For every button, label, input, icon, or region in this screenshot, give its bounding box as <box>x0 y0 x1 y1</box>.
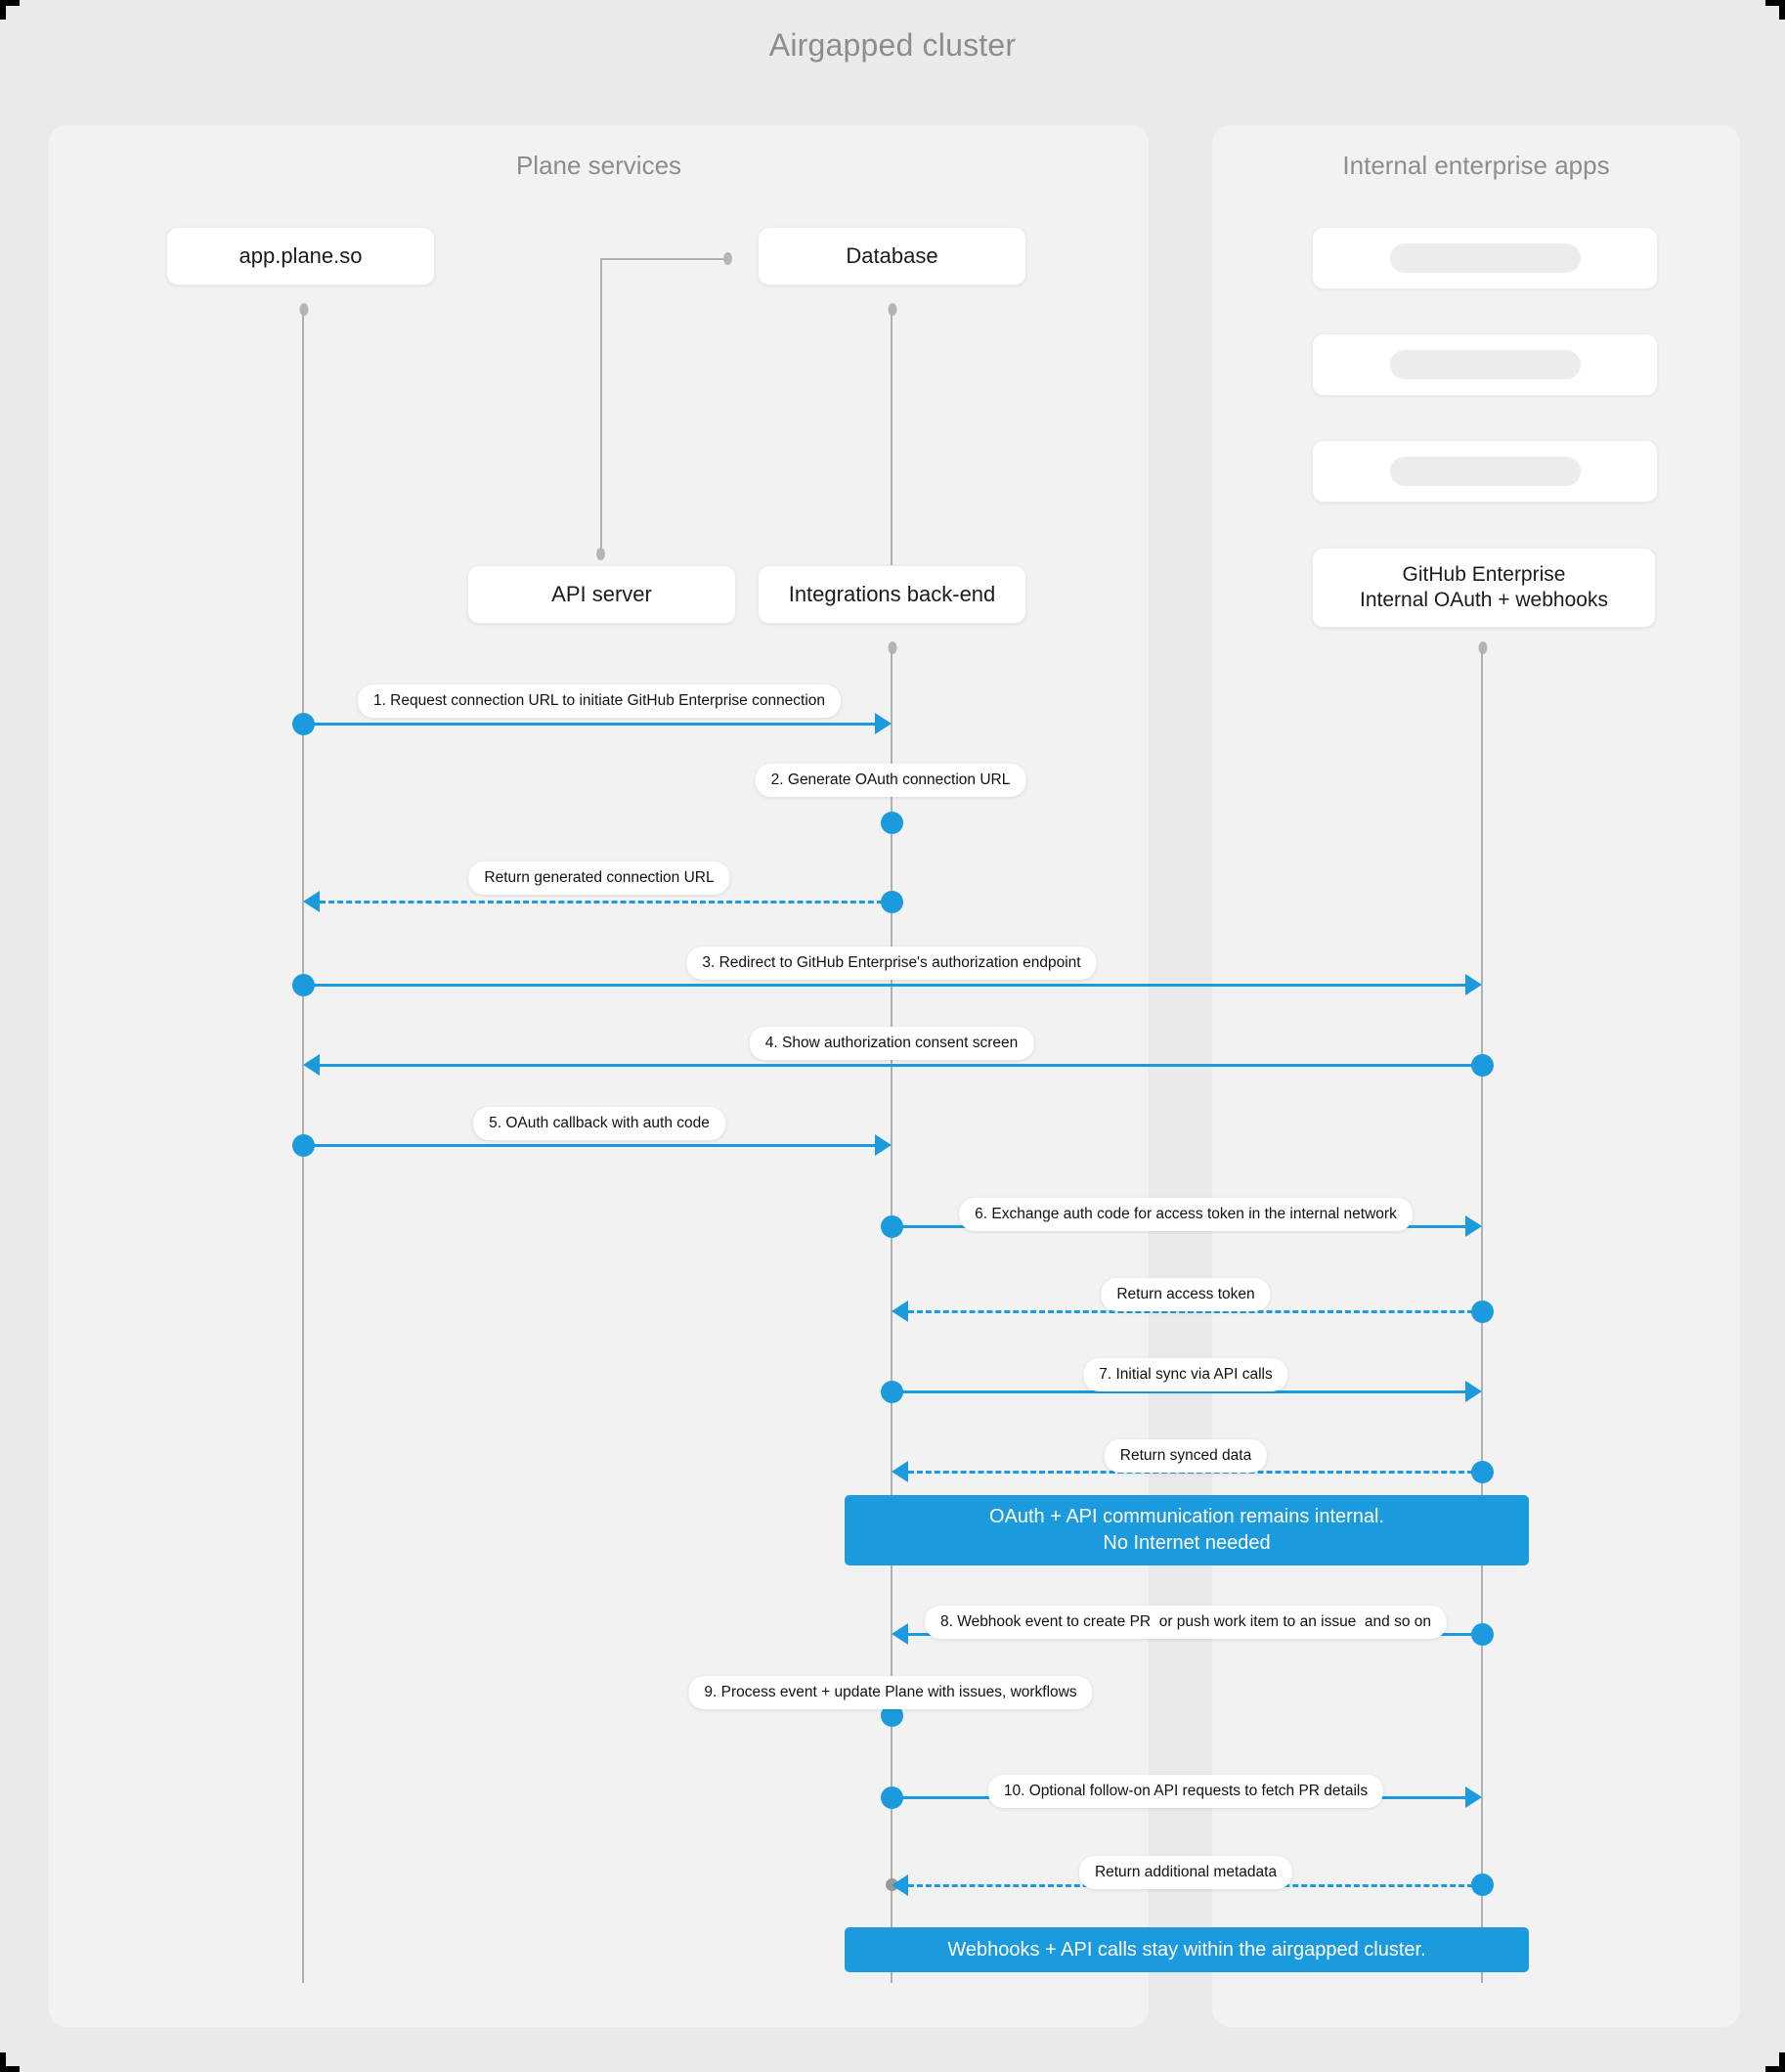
lifeline-database <box>891 309 892 565</box>
activation-dot-m5-source <box>1471 1054 1494 1077</box>
msg-label-m8: Return access token <box>1101 1278 1271 1312</box>
node-api-server[interactable]: API server <box>467 565 736 624</box>
connector-arrow-dot-database <box>723 252 732 265</box>
placeholder-app-card-1 <box>1312 227 1658 289</box>
msg-label-m6: 5. OAuth callback with auth code <box>473 1107 725 1141</box>
node-database[interactable]: Database <box>758 227 1026 286</box>
note-internal-communication: OAuth + API communication remains intern… <box>845 1495 1529 1565</box>
msg-arrow-m3 <box>303 891 320 912</box>
msg-label-m12: 9. Process event + update Plane with iss… <box>688 1676 1093 1710</box>
msg-line-m1 <box>303 723 875 726</box>
panel-plane-services-title: Plane services <box>515 151 682 180</box>
note-internal-communication-line2: No Internet needed <box>1103 1532 1271 1554</box>
msg-arrow-m5 <box>303 1054 320 1076</box>
activation-dot-m11-source <box>1471 1623 1494 1646</box>
msg-line-m9 <box>892 1390 1465 1393</box>
activation-dot-m14-source <box>1471 1874 1494 1896</box>
msg-line-m8 <box>908 1310 1482 1313</box>
msg-label-m3: Return generated connection URL <box>468 861 730 896</box>
activation-dot-m10-source <box>1471 1461 1494 1483</box>
lifeline-cap-integrations-backend <box>888 641 897 654</box>
msg-arrow-m14 <box>892 1874 908 1896</box>
msg-label-m4: 3. Redirect to GitHub Enterprise's autho… <box>686 947 1097 981</box>
node-integrations-backend[interactable]: Integrations back-end <box>758 565 1026 624</box>
lifeline-cap-database <box>888 303 897 316</box>
msg-label-m7: 6. Exchange auth code for access token i… <box>959 1198 1413 1232</box>
page-title: Airgapped cluster <box>768 27 1017 63</box>
msg-arrow-m4 <box>1465 974 1482 995</box>
connector-api-server-to-database <box>600 258 729 555</box>
connector-dot-api-server <box>596 548 605 560</box>
msg-label-m10: Return synced data <box>1104 1439 1268 1474</box>
activation-dot-m2 <box>881 812 903 834</box>
crop-mark-top-right <box>1765 0 1785 20</box>
node-github-enterprise-line1: GitHub Enterprise <box>1402 562 1566 586</box>
crop-mark-bottom-right <box>1765 2052 1785 2072</box>
lifeline-cap-app-plane-so <box>299 303 309 316</box>
msg-arrow-m7 <box>1465 1215 1482 1237</box>
placeholder-app-card-2 <box>1312 333 1658 396</box>
placeholder-bar <box>1389 243 1581 273</box>
crop-mark-bottom-left <box>0 2052 20 2072</box>
msg-arrow-m10 <box>892 1461 908 1482</box>
msg-line-m4 <box>303 984 1465 987</box>
msg-arrow-m13 <box>1465 1786 1482 1808</box>
msg-label-m5: 4. Show authorization consent screen <box>749 1027 1034 1061</box>
msg-arrow-m1 <box>875 713 892 734</box>
msg-label-m11: 8. Webhook event to create PR or push wo… <box>924 1606 1448 1640</box>
msg-label-m9: 7. Initial sync via API calls <box>1083 1358 1288 1392</box>
msg-label-m14: Return additional metadata <box>1078 1856 1293 1890</box>
msg-label-m1: 1. Request connection URL to initiate Gi… <box>357 684 842 719</box>
placeholder-bar <box>1389 457 1581 486</box>
msg-arrow-m8 <box>892 1301 908 1322</box>
node-github-enterprise[interactable]: GitHub Enterprise Internal OAuth + webho… <box>1312 548 1656 628</box>
note-internal-communication-line1: OAuth + API communication remains intern… <box>988 1506 1385 1527</box>
msg-arrow-m11 <box>892 1623 908 1645</box>
panel-plane-services: Plane services <box>49 125 1149 2027</box>
msg-label-m2: 2. Generate OAuth connection URL <box>755 764 1026 798</box>
node-github-enterprise-line2: Internal OAuth + webhooks <box>1360 589 1608 611</box>
msg-arrow-m9 <box>1465 1381 1482 1402</box>
note-airgapped-cluster: Webhooks + API calls stay within the air… <box>845 1927 1529 1972</box>
activation-dot-m12 <box>881 1704 903 1727</box>
msg-label-m13: 10. Optional follow-on API requests to f… <box>987 1775 1384 1809</box>
msg-line-m6 <box>303 1144 875 1147</box>
panel-internal-enterprise-apps-title: Internal enterprise apps <box>1342 151 1610 180</box>
placeholder-app-card-3 <box>1312 440 1658 503</box>
placeholder-bar <box>1389 350 1581 379</box>
msg-arrow-m6 <box>875 1134 892 1156</box>
activation-dot-m8-source <box>1471 1301 1494 1323</box>
node-app-plane-so[interactable]: app.plane.so <box>166 227 435 286</box>
panel-internal-enterprise-apps: Internal enterprise apps <box>1212 125 1740 2027</box>
activation-dot-m3-source <box>881 891 903 913</box>
crop-mark-top-left <box>0 0 20 20</box>
lifeline-cap-github-enterprise <box>1478 641 1488 654</box>
msg-line-m3 <box>320 901 892 904</box>
msg-line-m5 <box>320 1064 1482 1067</box>
